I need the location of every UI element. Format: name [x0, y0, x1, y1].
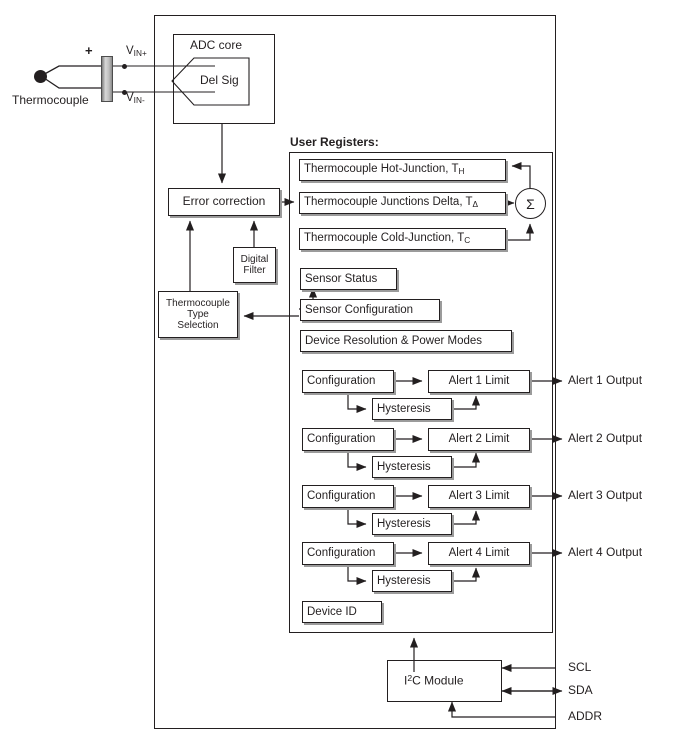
type-selection-label-line1: Thermocouple — [166, 297, 230, 309]
digital-filter-label-line1: Digital — [240, 253, 269, 265]
register-cold-junction-label: Thermocouple Cold-Junction, TC — [304, 232, 471, 246]
vin-minus-label: VIN- — [126, 92, 145, 105]
vin-plus-text: V — [126, 45, 134, 57]
register-sensor-configuration-label: Sensor Configuration — [305, 303, 414, 316]
i2c-prefix: I — [404, 673, 408, 688]
vin-plus-node-dot — [122, 64, 127, 69]
chip-boundary — [154, 15, 556, 729]
register-hot-junction-label: Thermocouple Hot-Junction, TH — [304, 163, 465, 177]
vin-plus-subscript: IN+ — [133, 49, 147, 59]
register-junctions-delta-subscript: Δ — [472, 200, 479, 210]
del-sig-label: Del Sig — [200, 73, 239, 87]
register-device-resolution-power-modes: Device Resolution & Power Modes — [300, 330, 512, 352]
alert-4-configuration-label: Configuration — [307, 547, 376, 560]
register-cold-junction-subscript: C — [464, 236, 471, 246]
thermocouple-type-selection-block: Thermocouple Type Selection — [158, 291, 238, 338]
register-sensor-configuration: Sensor Configuration — [300, 299, 440, 321]
terminal-connector — [101, 56, 113, 102]
alert-1-configuration: Configuration — [302, 370, 394, 393]
error-correction-block: Error correction — [168, 188, 280, 216]
summing-junction: Σ — [515, 188, 546, 219]
user-registers-group — [289, 152, 553, 633]
register-hot-junction-subscript: H — [458, 167, 465, 177]
alert-3-output-label: Alert 3 Output — [568, 488, 643, 502]
adc-core-title: ADC core — [190, 38, 243, 52]
vin-minus-subscript: IN- — [133, 96, 145, 106]
digital-filter-label-line2: Filter — [243, 265, 266, 276]
alert-3-limit: Alert 3 Limit — [428, 485, 530, 508]
alert-3-hysteresis-label: Hysteresis — [377, 517, 431, 530]
alert-1-output-label: Alert 1 Output — [568, 373, 643, 387]
alert-4-limit: Alert 4 Limit — [428, 542, 530, 565]
type-selection-label-line3: Selection — [177, 320, 219, 332]
user-registers-heading: User Registers: — [290, 135, 379, 149]
alert-2-hysteresis: Hysteresis — [372, 456, 452, 478]
alert-3-configuration: Configuration — [302, 485, 394, 508]
register-cold-junction: Thermocouple Cold-Junction, TC — [299, 228, 506, 250]
register-hot-junction: Thermocouple Hot-Junction, TH — [299, 159, 506, 181]
vin-minus-text: V — [126, 92, 134, 104]
alert-1-configuration-label: Configuration — [307, 375, 376, 388]
register-junctions-delta: Thermocouple Junctions Delta, TΔ — [299, 192, 506, 214]
register-device-id-label: Device ID — [307, 605, 357, 618]
digital-filter-block: Digital Filter — [233, 247, 276, 283]
alert-2-hysteresis-label: Hysteresis — [377, 460, 431, 473]
i2c-module-label: I2C Module — [404, 673, 464, 688]
alert-4-output-label: Alert 4 Output — [568, 545, 643, 559]
pin-scl-label: SCL — [568, 660, 592, 674]
i2c-superscript: 2 — [407, 673, 413, 683]
vin-plus-label: VIN+ — [126, 45, 147, 58]
type-selection-label-line2: Type — [187, 308, 209, 320]
alert-2-configuration: Configuration — [302, 428, 394, 451]
alert-3-hysteresis: Hysteresis — [372, 513, 452, 535]
alert-4-hysteresis-label: Hysteresis — [377, 574, 431, 587]
thermocouple-label: Thermocouple — [12, 93, 89, 107]
i2c-suffix: C Module — [412, 673, 464, 688]
alert-1-hysteresis: Hysteresis — [372, 398, 452, 420]
pin-addr-label: ADDR — [568, 709, 603, 723]
alert-1-limit: Alert 1 Limit — [428, 370, 530, 393]
alert-2-output-label: Alert 2 Output — [568, 431, 643, 445]
register-device-id: Device ID — [302, 601, 382, 623]
register-device-resolution-power-modes-label: Device Resolution & Power Modes — [305, 334, 483, 347]
alert-4-hysteresis: Hysteresis — [372, 570, 452, 592]
alert-2-configuration-label: Configuration — [307, 433, 376, 446]
i2c-module-block — [387, 660, 502, 702]
vin-minus-node-dot — [122, 90, 127, 95]
register-junctions-delta-label: Thermocouple Junctions Delta, TΔ — [304, 196, 479, 210]
pin-sda-label: SDA — [568, 683, 593, 697]
alert-1-hysteresis-label: Hysteresis — [377, 402, 431, 415]
thermocouple-junction-dot — [34, 70, 47, 83]
alert-2-limit: Alert 2 Limit — [428, 428, 530, 451]
alert-4-configuration: Configuration — [302, 542, 394, 565]
adc-core-block — [173, 34, 275, 124]
register-sensor-status-label: Sensor Status — [305, 272, 378, 285]
register-sensor-status: Sensor Status — [300, 268, 397, 290]
polarity-plus-label: + — [85, 43, 93, 58]
alert-3-configuration-label: Configuration — [307, 490, 376, 503]
